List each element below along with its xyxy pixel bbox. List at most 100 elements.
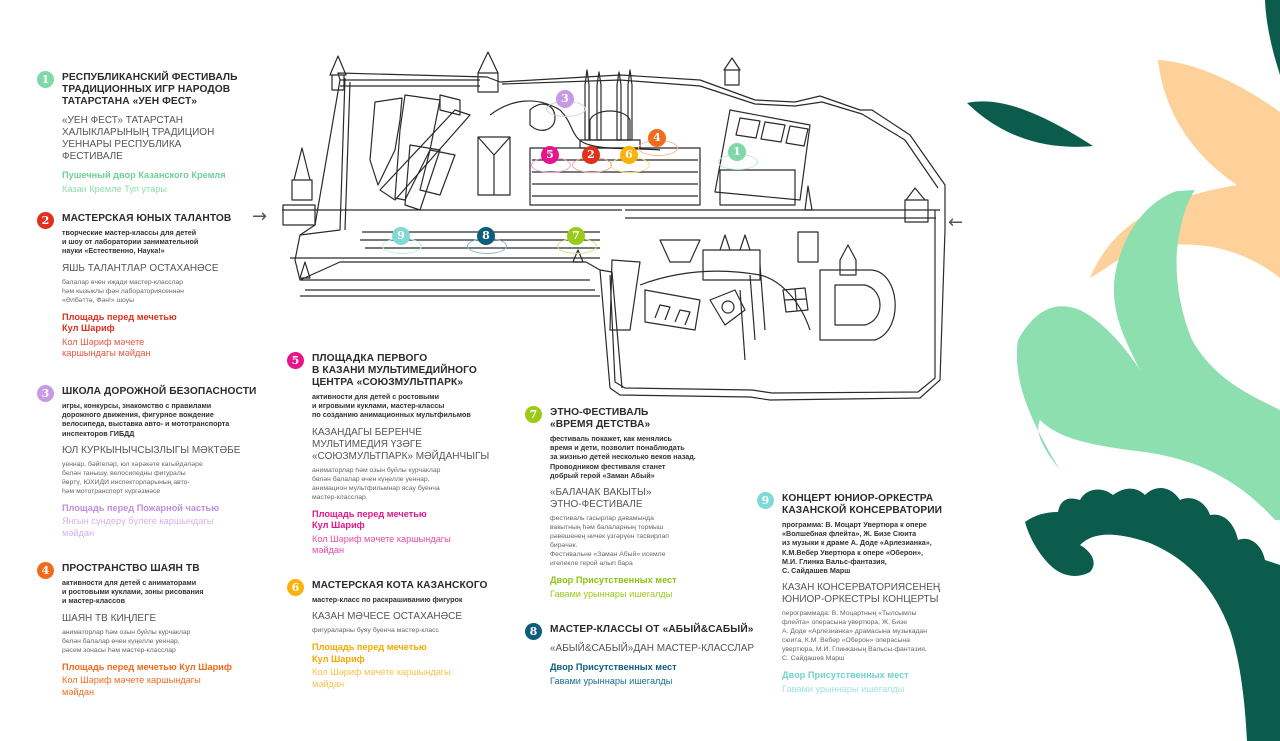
- garden-trees: [739, 264, 766, 361]
- event-title-tt: ШАЯН ТВ КИҢЛЕГЕ: [62, 612, 157, 624]
- event-block-1: 1 Республиканский фестиваль традиционных …: [37, 71, 267, 195]
- map-marker-6[interactable]: 6: [620, 146, 638, 164]
- event-block-3: 3 Школа дорожной безопасности игры, конкур…: [37, 385, 267, 539]
- cadet-school: [644, 289, 701, 331]
- event-title-tt: «АБЫЙ&САБЫЙ»ДАН МАСТЕР-КЛАССЛАР: [550, 643, 755, 654]
- event-title-ru: Концерт юниор-оркестра Казанской консерв…: [782, 493, 943, 516]
- event-number-badge: 4: [37, 562, 54, 579]
- event-location-ru: Площадь перед мечетью Кул Шариф: [312, 508, 427, 531]
- event-title-tt: ЯШЬ ТАЛАНТЛАР ОСТАХАНӘСЕ: [62, 262, 219, 274]
- event-description-ru: игры, конкурсы, знакомство с правилами д…: [62, 401, 230, 438]
- mint-leaf: [1016, 190, 1280, 520]
- event-description-ru: активности для детей с аниматорами и рос…: [62, 578, 204, 606]
- event-description-ru: активности для детей с ростовыми и игров…: [312, 392, 471, 420]
- event-number-badge: 6: [287, 579, 304, 596]
- event-location-tt: Кол Шәриф мәчете каршындагы мәйдан: [312, 533, 451, 556]
- event-number-badge: 7: [525, 406, 542, 423]
- event-location-tt: Гавами урыннары ишегалды: [550, 675, 673, 686]
- event-location-ru: Площадь перед мечетью Кул Шариф: [312, 642, 427, 664]
- event-number-badge: 3: [37, 385, 54, 402]
- dark-green-leaf-top-right: [1265, 0, 1280, 75]
- map-marker-5[interactable]: 5: [541, 146, 559, 164]
- dome-pavilion: [529, 103, 556, 131]
- mint-leaf-thin: [1214, 381, 1262, 500]
- annunciation-cathedral: [702, 234, 761, 281]
- event-location-ru: Двор Присутственных мест: [782, 670, 909, 681]
- event-location-tt: Гавами урыннары ишегалды: [550, 588, 673, 599]
- event-description-tt: балалар өчен иҗади мастер-класслар һәм к…: [62, 278, 184, 304]
- event-location-tt: Гавами урыннары ишегалды: [782, 683, 905, 694]
- event-title-ru: Школа дорожной безопасности: [62, 386, 257, 397]
- event-location-tt: Янгын сүндерү бүлеге каршындагы мәйдан: [62, 516, 214, 538]
- event-block-2: 2 Мастерская юных талантов творческие маст…: [37, 212, 267, 360]
- event-number-badge: 8: [525, 623, 542, 640]
- event-description-tt: уеннар, бәйгеләр, юл хәрәкәте кагыйдәләр…: [62, 460, 203, 495]
- event-location-tt: Кол Шәриф мәчете каршындагы мәйдан: [62, 336, 151, 359]
- event-title-tt: КАЗАН МӘЧЕСЕ ОСТАХАНӘСЕ: [312, 611, 463, 623]
- map-marker-8[interactable]: 8: [477, 227, 495, 245]
- event-title-tt: КАЗАН КОНСЕРВАТОРИЯСЕНЕҢ ЮНИОР-ОРКЕСТРЫ …: [782, 582, 941, 606]
- star-monument: [709, 289, 746, 326]
- event-location-ru: Пушечный двор Казанского Кремля: [62, 170, 226, 180]
- map-marker-1[interactable]: 1: [728, 143, 746, 161]
- kremlin-towers: [282, 51, 929, 279]
- event-description-tt: фигураларны буяу буенча мастер-класс: [312, 627, 439, 635]
- event-title-tt: «БАЛАЧАК ВАКЫТЫ» ЭТНО-ФЕСТИВАЛЕ: [550, 487, 652, 511]
- west-corridor: [609, 259, 641, 331]
- event-number-badge: 9: [757, 492, 774, 509]
- event-location-tt: Кол Шәриф мәчете каршындагы мәйдан: [312, 667, 451, 689]
- event-content: Пространство Шаян ТВ активности для детей…: [62, 563, 267, 698]
- spasskaya-church: [839, 244, 857, 276]
- event-location-ru: Площадь перед Пожарной частью: [62, 502, 220, 513]
- event-number-badge: 1: [37, 71, 54, 88]
- map-marker-4[interactable]: 4: [648, 129, 666, 147]
- event-description-tt: аниматорлар һәм озын буйлы курчаклар бел…: [312, 466, 441, 501]
- window-building: [782, 287, 809, 313]
- event-content: Мастерская кота Казанского мастер-класс п…: [312, 580, 517, 690]
- event-title-ru: Республиканский фестиваль традиционных и…: [62, 72, 238, 107]
- governor-palace-area: [369, 94, 471, 211]
- event-title-ru: Мастер-классы от «Абый&Сабый»: [550, 624, 754, 635]
- event-content: Республиканский фестиваль традиционных и…: [62, 72, 267, 195]
- d-shaped-building: [819, 269, 896, 341]
- map-marker-9[interactable]: 9: [392, 227, 410, 245]
- map-marker-7[interactable]: 7: [567, 227, 585, 245]
- dark-green-curl: [1025, 488, 1280, 741]
- cathedral-building: [477, 136, 511, 196]
- kremlin-wall: [282, 72, 946, 401]
- event-content: Мастерская юных талантов творческие масте…: [62, 213, 267, 360]
- event-title-ru: Пространство Шаян ТВ: [62, 563, 200, 574]
- event-title-tt: ЮЛ КУРКЫНЫЧСЫЗЛЫГЫ МӘКТӘБЕ: [62, 444, 241, 456]
- event-description-ru: творческие мастер-классы для детей и шоу…: [62, 228, 199, 256]
- event-description-tt: фестиваль гасырлар дәвамында вакытның һә…: [550, 515, 669, 568]
- event-title-ru: Мастерская юных талантов: [62, 213, 232, 224]
- map-marker-3[interactable]: 3: [556, 90, 574, 108]
- event-number-badge: 5: [287, 352, 304, 369]
- dark-green-leaf-floating: [967, 101, 1093, 147]
- event-block-5: 5 Площадка первого в Казани мультимедийно…: [287, 352, 517, 557]
- event-title-ru: Этно-фестиваль «Время детства»: [550, 407, 651, 430]
- entrance-arrow-right: ←: [948, 212, 964, 233]
- event-content: Мастер-классы от «Абый&Сабый» «АБЫЙ&САБЫЙ…: [550, 624, 775, 687]
- map-marker-2[interactable]: 2: [582, 146, 600, 164]
- event-content: Школа дорожной безопасности игры, конкурс…: [62, 386, 267, 539]
- event-block-7: 7 Этно-фестиваль «Время детства» фестиваль…: [525, 406, 755, 600]
- event-description-ru: мастер-класс по раскрашиванию фигурок: [312, 595, 463, 604]
- event-content: Этно-фестиваль «Время детства» фестиваль …: [550, 407, 755, 600]
- lower-path: [639, 270, 811, 331]
- event-block-6: 6 Мастерская кота Казанского мастер-класс …: [287, 579, 517, 690]
- event-title-tt: КАЗАНДАГЫ БЕРЕНЧЕ МУЛЬТИМЕДИЯ ҮЗӘГЕ «СОЮ…: [312, 426, 490, 462]
- event-location-tt: Казан Кремле Туп утары: [62, 183, 167, 194]
- event-block-9: 9 Концерт юниор-оркестра Казанской консер…: [757, 492, 987, 695]
- event-number-badge: 2: [37, 212, 54, 229]
- kul-sharif-mosque: [579, 69, 641, 149]
- event-location-ru: Площадь перед мечетью Кул Шариф: [62, 661, 232, 672]
- event-content: Концерт юниор-оркестра Казанской консерв…: [782, 493, 987, 695]
- event-location-ru: Двор Присутственных мест: [550, 662, 677, 672]
- event-description-tt: перограммада: В. Моцартның «Тылсымлы фле…: [782, 610, 927, 663]
- event-title-ru: Мастерская кота Казанского: [312, 580, 488, 591]
- event-title-ru: Площадка первого в Казани мультимедийног…: [312, 353, 477, 388]
- event-location-ru: Площадь перед мечетью Кул Шариф: [62, 311, 177, 334]
